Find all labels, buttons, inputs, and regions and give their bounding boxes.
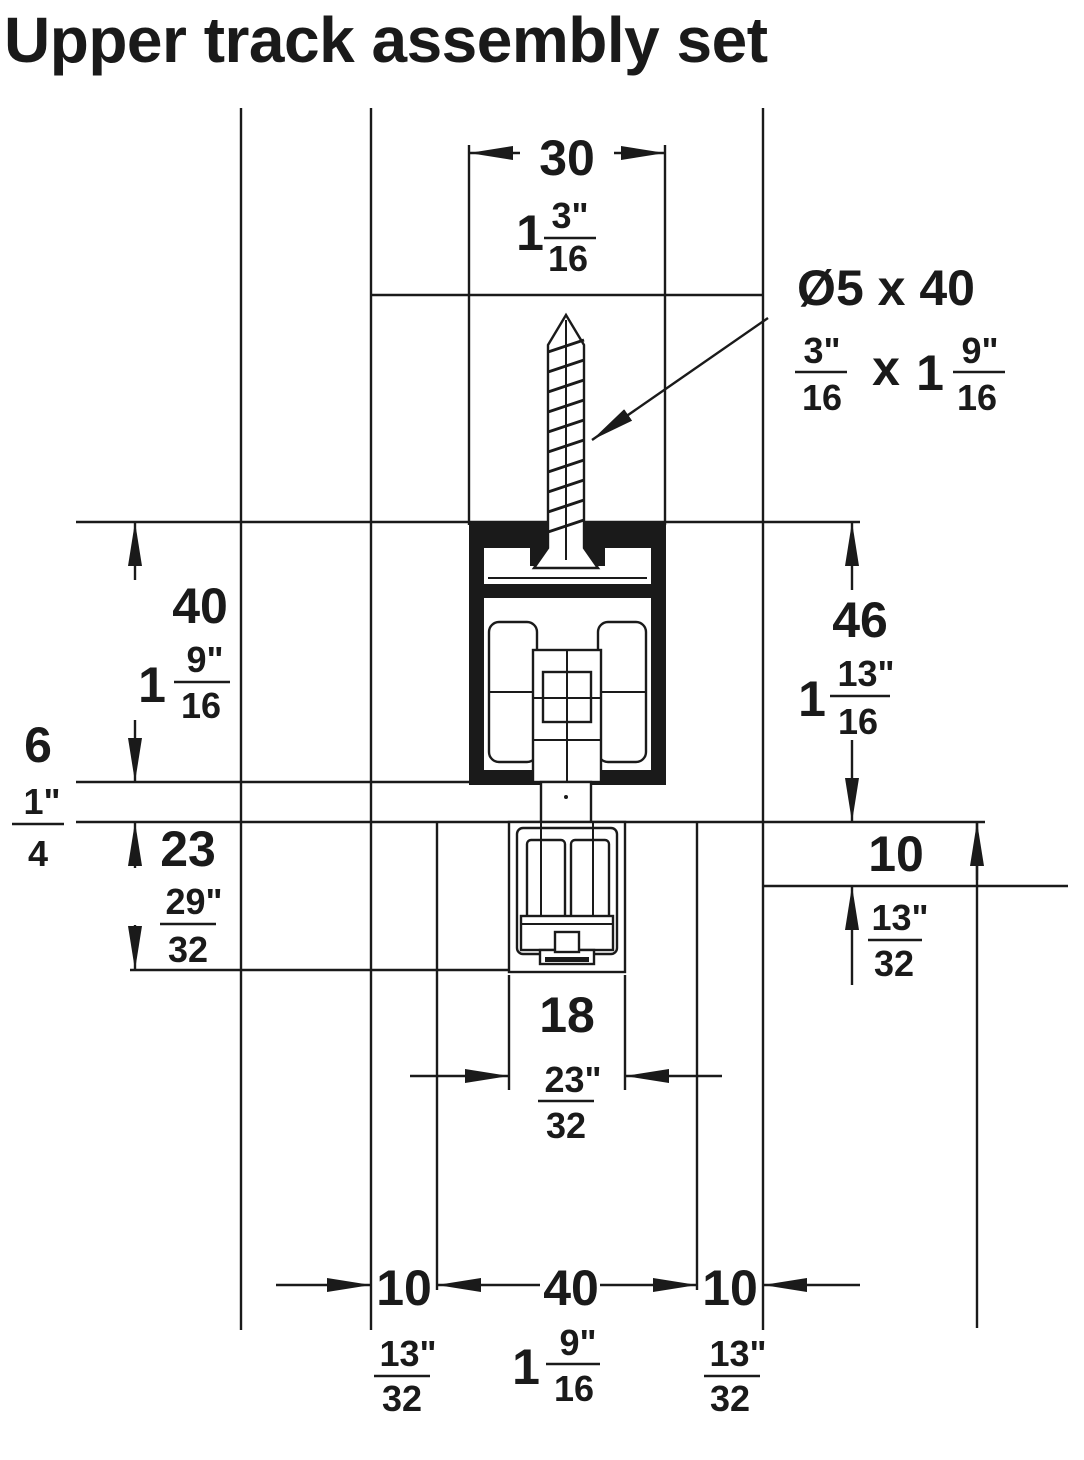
svg-text:9": 9" — [961, 330, 998, 371]
svg-text:40: 40 — [172, 578, 228, 634]
svg-text:16: 16 — [957, 377, 997, 418]
svg-text:16: 16 — [838, 701, 878, 742]
svg-text:Ø5 x 40: Ø5 x 40 — [797, 260, 975, 316]
page-title: Upper track assembly set — [4, 4, 768, 76]
svg-text:13": 13" — [871, 897, 928, 938]
svg-text:10: 10 — [376, 1260, 432, 1316]
svg-text:9": 9" — [559, 1322, 596, 1363]
svg-text:4: 4 — [28, 833, 48, 874]
svg-text:40: 40 — [543, 1260, 599, 1316]
svg-text:18: 18 — [539, 987, 595, 1043]
svg-text:6: 6 — [24, 717, 52, 773]
svg-text:32: 32 — [874, 943, 914, 984]
dim-screw: Ø5 x 40 3" 16 x 1 9" 16 — [795, 260, 1005, 418]
svg-text:10: 10 — [868, 826, 924, 882]
svg-text:46: 46 — [832, 592, 888, 648]
svg-text:10: 10 — [702, 1260, 758, 1316]
svg-text:16: 16 — [181, 685, 221, 726]
svg-text:16: 16 — [548, 238, 588, 279]
svg-text:1: 1 — [512, 1339, 540, 1395]
svg-text:13": 13" — [379, 1333, 436, 1374]
dim-right-height: 46 1 13" 16 — [798, 592, 894, 742]
dim-gap: 6 1" 4 — [12, 717, 64, 874]
dim-bottom-left: 10 13" 32 — [374, 1260, 437, 1419]
reference-lines — [76, 108, 1068, 1330]
lower-guide — [507, 820, 627, 974]
svg-text:16: 16 — [802, 377, 842, 418]
svg-text:1: 1 — [516, 205, 544, 261]
svg-text:29": 29" — [165, 881, 222, 922]
svg-text:1: 1 — [798, 671, 826, 727]
svg-text:9": 9" — [186, 639, 223, 680]
svg-text:32: 32 — [382, 1378, 422, 1419]
dim-bottom-right: 10 13" 32 — [702, 1260, 766, 1419]
svg-text:32: 32 — [546, 1105, 586, 1146]
svg-text:3": 3" — [803, 330, 840, 371]
svg-text:1: 1 — [138, 657, 166, 713]
dim-lower-left: 23 29" 32 — [160, 821, 223, 970]
svg-text:13": 13" — [709, 1333, 766, 1374]
dim-left-height: 40 1 9" 16 — [138, 578, 230, 726]
dim-right-offset: 10 13" 32 — [868, 826, 929, 984]
svg-text:30: 30 — [539, 130, 595, 186]
svg-text:1: 1 — [916, 345, 944, 401]
dim-top-width: 30 1 3" 16 — [516, 130, 596, 279]
upper-track-profile — [469, 522, 666, 824]
svg-text:32: 32 — [710, 1378, 750, 1419]
dim-bottom-center: 40 1 9" 16 — [512, 1260, 600, 1409]
svg-text:x: x — [872, 340, 900, 396]
svg-text:1": 1" — [23, 781, 60, 822]
svg-text:32: 32 — [168, 929, 208, 970]
screw — [531, 312, 601, 570]
dimension-arrows — [128, 146, 984, 1292]
svg-text:13": 13" — [837, 653, 894, 694]
dim-guide-width: 18 23" 32 — [538, 987, 602, 1146]
svg-text:23: 23 — [160, 821, 216, 877]
svg-text:16: 16 — [554, 1368, 594, 1409]
svg-text:23": 23" — [544, 1059, 601, 1100]
svg-text:3": 3" — [551, 195, 588, 236]
